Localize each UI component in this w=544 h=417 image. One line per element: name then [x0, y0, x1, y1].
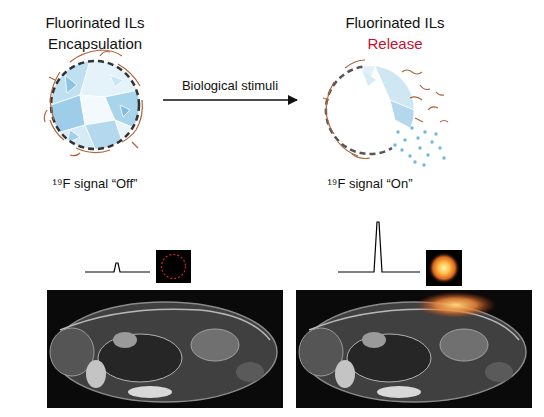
- arrow-label: Biological stimuli: [180, 78, 280, 94]
- particle-released: [326, 66, 414, 154]
- mri-image-after: [416, 292, 496, 318]
- polymer-fibres: [44, 50, 142, 156]
- particle-mosaic: [120, 105, 130, 117]
- polymer-fibres: [122, 100, 142, 142]
- polymer-fibres: [44, 110, 47, 122]
- polymer-fibres: [323, 98, 329, 100]
- particle-released: [326, 67, 392, 154]
- particle-node: Fluorinated ILsEncapsulation: [30, 8, 160, 150]
- particle-released: [326, 66, 414, 154]
- particle-released: [390, 100, 414, 130]
- particle-mosaic: [51, 61, 139, 149]
- nmr-spectrum: [338, 222, 420, 272]
- mri-image-after: [296, 290, 532, 408]
- particle-released: [326, 66, 414, 154]
- released-ionic-liquid: [430, 140, 433, 143]
- node-subheading: Release: [300, 33, 490, 54]
- polymer-fibres: [402, 70, 422, 74]
- particle-released: [362, 70, 376, 86]
- polymer-fibres: [415, 118, 423, 122]
- polymer-fibres: [352, 154, 370, 159]
- polymer-fibres: [420, 85, 430, 90]
- polymer-fibres: [440, 121, 448, 123]
- released-ionic-liquid: [413, 160, 416, 163]
- particle-mosaic: [67, 130, 80, 143]
- released-ionic-liquid: [434, 132, 437, 135]
- particle-mosaic: [65, 75, 77, 93]
- released-ionic-liquid: [403, 138, 406, 141]
- polymer-fibres: [50, 120, 64, 140]
- polymer-fibres: [410, 97, 422, 100]
- released-ionic-liquid: [396, 130, 399, 133]
- phantom-image-off: [156, 250, 191, 283]
- node-heading: Fluorinated ILs: [300, 12, 490, 33]
- signal-label: ¹⁹F signal “On”: [327, 176, 412, 192]
- particle-mosaic: [51, 61, 139, 149]
- polymer-fibres: [49, 77, 55, 80]
- polymer-fibres: [50, 72, 60, 120]
- node-subheading: Encapsulation: [30, 33, 160, 54]
- polymer-fibres: [118, 64, 140, 86]
- particle-mosaic: [51, 61, 139, 149]
- released-ionic-liquid: [442, 156, 445, 159]
- polymer-fibres: [345, 60, 365, 68]
- released-ionic-liquid: [410, 126, 413, 129]
- released-ionic-liquid: [416, 136, 419, 139]
- polymer-fibres: [100, 52, 110, 57]
- process-arrow: [163, 99, 297, 101]
- mri-image-after: [296, 290, 532, 408]
- particle-node: Fluorinated ILsRelease: [300, 8, 490, 158]
- mouse-anatomy: [299, 302, 526, 402]
- phantom-image-on: [426, 250, 462, 286]
- node-heading: Fluorinated ILs: [30, 12, 160, 33]
- polymer-fibres: [436, 92, 444, 95]
- mri-image-before: [47, 290, 283, 408]
- nmr-spectrum: [85, 263, 150, 272]
- polymer-fibres: [326, 82, 334, 134]
- mouse-anatomy: [50, 302, 277, 402]
- released-ionic-liquid: [418, 146, 421, 149]
- phantom-image-off: [156, 250, 191, 283]
- released-ionic-liquid: [438, 146, 441, 149]
- released-ionic-liquid: [408, 154, 411, 157]
- released-ionic-liquid: [422, 163, 425, 166]
- released-ionic-liquid: [393, 126, 445, 166]
- polymer-fibres: [132, 142, 138, 148]
- particle-mosaic: [51, 61, 139, 149]
- polymer-fibres: [70, 153, 80, 156]
- polymer-fibres: [338, 142, 358, 156]
- mri-image-before: [47, 290, 283, 408]
- phantom-image-on: [428, 252, 460, 284]
- particle-mosaic: [110, 75, 123, 87]
- signal-label: ¹⁹F signal “Off”: [53, 176, 138, 192]
- phantom-image-on: [426, 250, 462, 286]
- polymer-fibres: [323, 60, 448, 159]
- released-ionic-liquid: [400, 148, 403, 151]
- polymer-fibres: [76, 148, 110, 153]
- polymer-fibres: [428, 107, 438, 110]
- released-ionic-liquid: [426, 153, 429, 156]
- phantom-image-off: [162, 255, 186, 279]
- released-ionic-liquid: [423, 130, 426, 133]
- released-ionic-liquid: [393, 143, 396, 146]
